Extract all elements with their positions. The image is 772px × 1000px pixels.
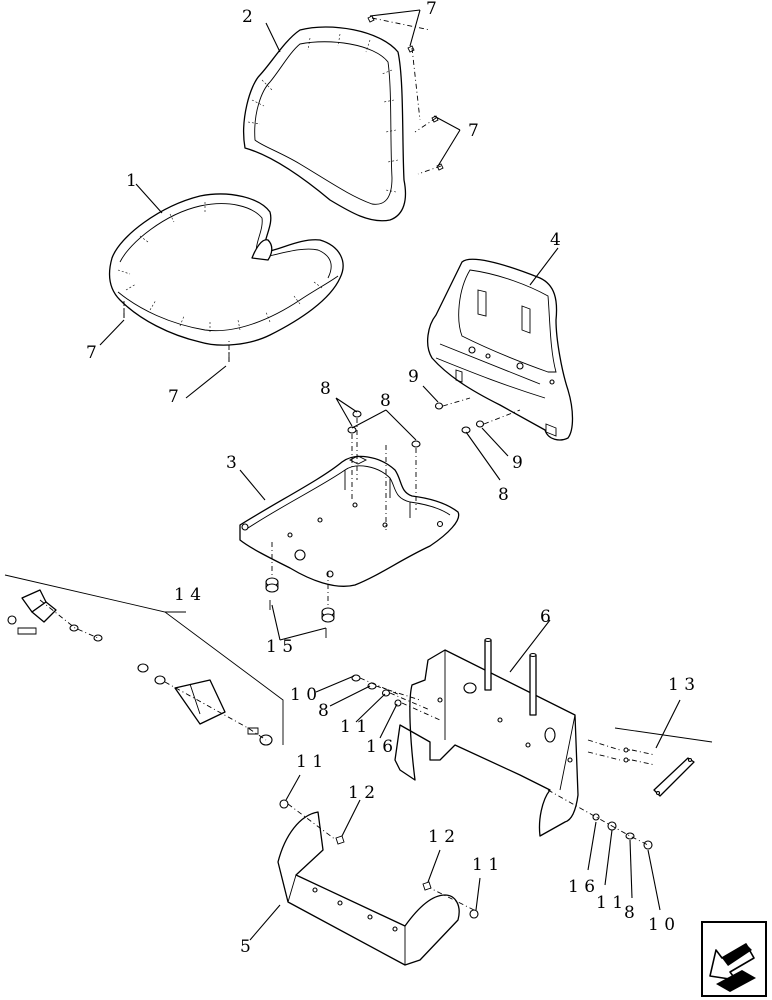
callout-8: 8	[318, 701, 329, 721]
latch-plate	[614, 727, 713, 797]
isolators	[265, 577, 335, 638]
callout-9: 9	[408, 367, 419, 387]
callout-7: 7	[468, 121, 479, 141]
callout-6: 6	[540, 607, 551, 627]
callout-9: 9	[512, 453, 523, 473]
seat-cushion	[108, 193, 344, 346]
callout-8: 8	[320, 379, 331, 399]
callout-15: 1 5	[266, 637, 293, 657]
callout-1: 1	[126, 171, 137, 191]
callout-12: 1 2	[348, 783, 375, 803]
callout-11: 1 1	[472, 855, 499, 875]
callout-13: 1 3	[668, 675, 695, 695]
assembly-lines	[39, 17, 656, 911]
callouts: 2 7 7 1 4 7 7 8 8 9 9 8 3 1 4 1 5 6 1 3 …	[86, 0, 695, 957]
callout-11: 1 1	[596, 893, 623, 913]
callout-5: 5	[240, 937, 251, 957]
backrest-cushion	[243, 26, 407, 222]
arrow-icon[interactable]	[701, 921, 767, 997]
callout-11: 1 1	[296, 752, 323, 772]
callout-8: 8	[624, 903, 635, 923]
callout-10: 1 0	[290, 685, 317, 705]
callout-3: 3	[226, 453, 237, 473]
callout-10: 1 0	[648, 915, 675, 935]
callout-7: 7	[426, 0, 437, 19]
lever-kit	[4, 574, 284, 746]
callout-14: 1 4	[174, 585, 201, 605]
callout-8: 8	[498, 485, 509, 505]
callout-4: 4	[550, 230, 561, 250]
callout-7: 7	[86, 343, 97, 363]
mount-bracket	[394, 637, 579, 837]
callout-7: 7	[168, 387, 179, 407]
seat-pan	[239, 455, 460, 587]
callout-12: 1 2	[428, 827, 455, 847]
lower-mount-plate	[277, 811, 460, 966]
callout-2: 2	[242, 7, 253, 27]
callout-16: 1 6	[366, 737, 393, 757]
callout-11: 1 1	[340, 717, 367, 737]
backrest-frame	[426, 258, 574, 441]
callout-8: 8	[380, 391, 391, 411]
callout-16: 1 6	[568, 877, 595, 897]
leader-lines	[99, 9, 681, 941]
